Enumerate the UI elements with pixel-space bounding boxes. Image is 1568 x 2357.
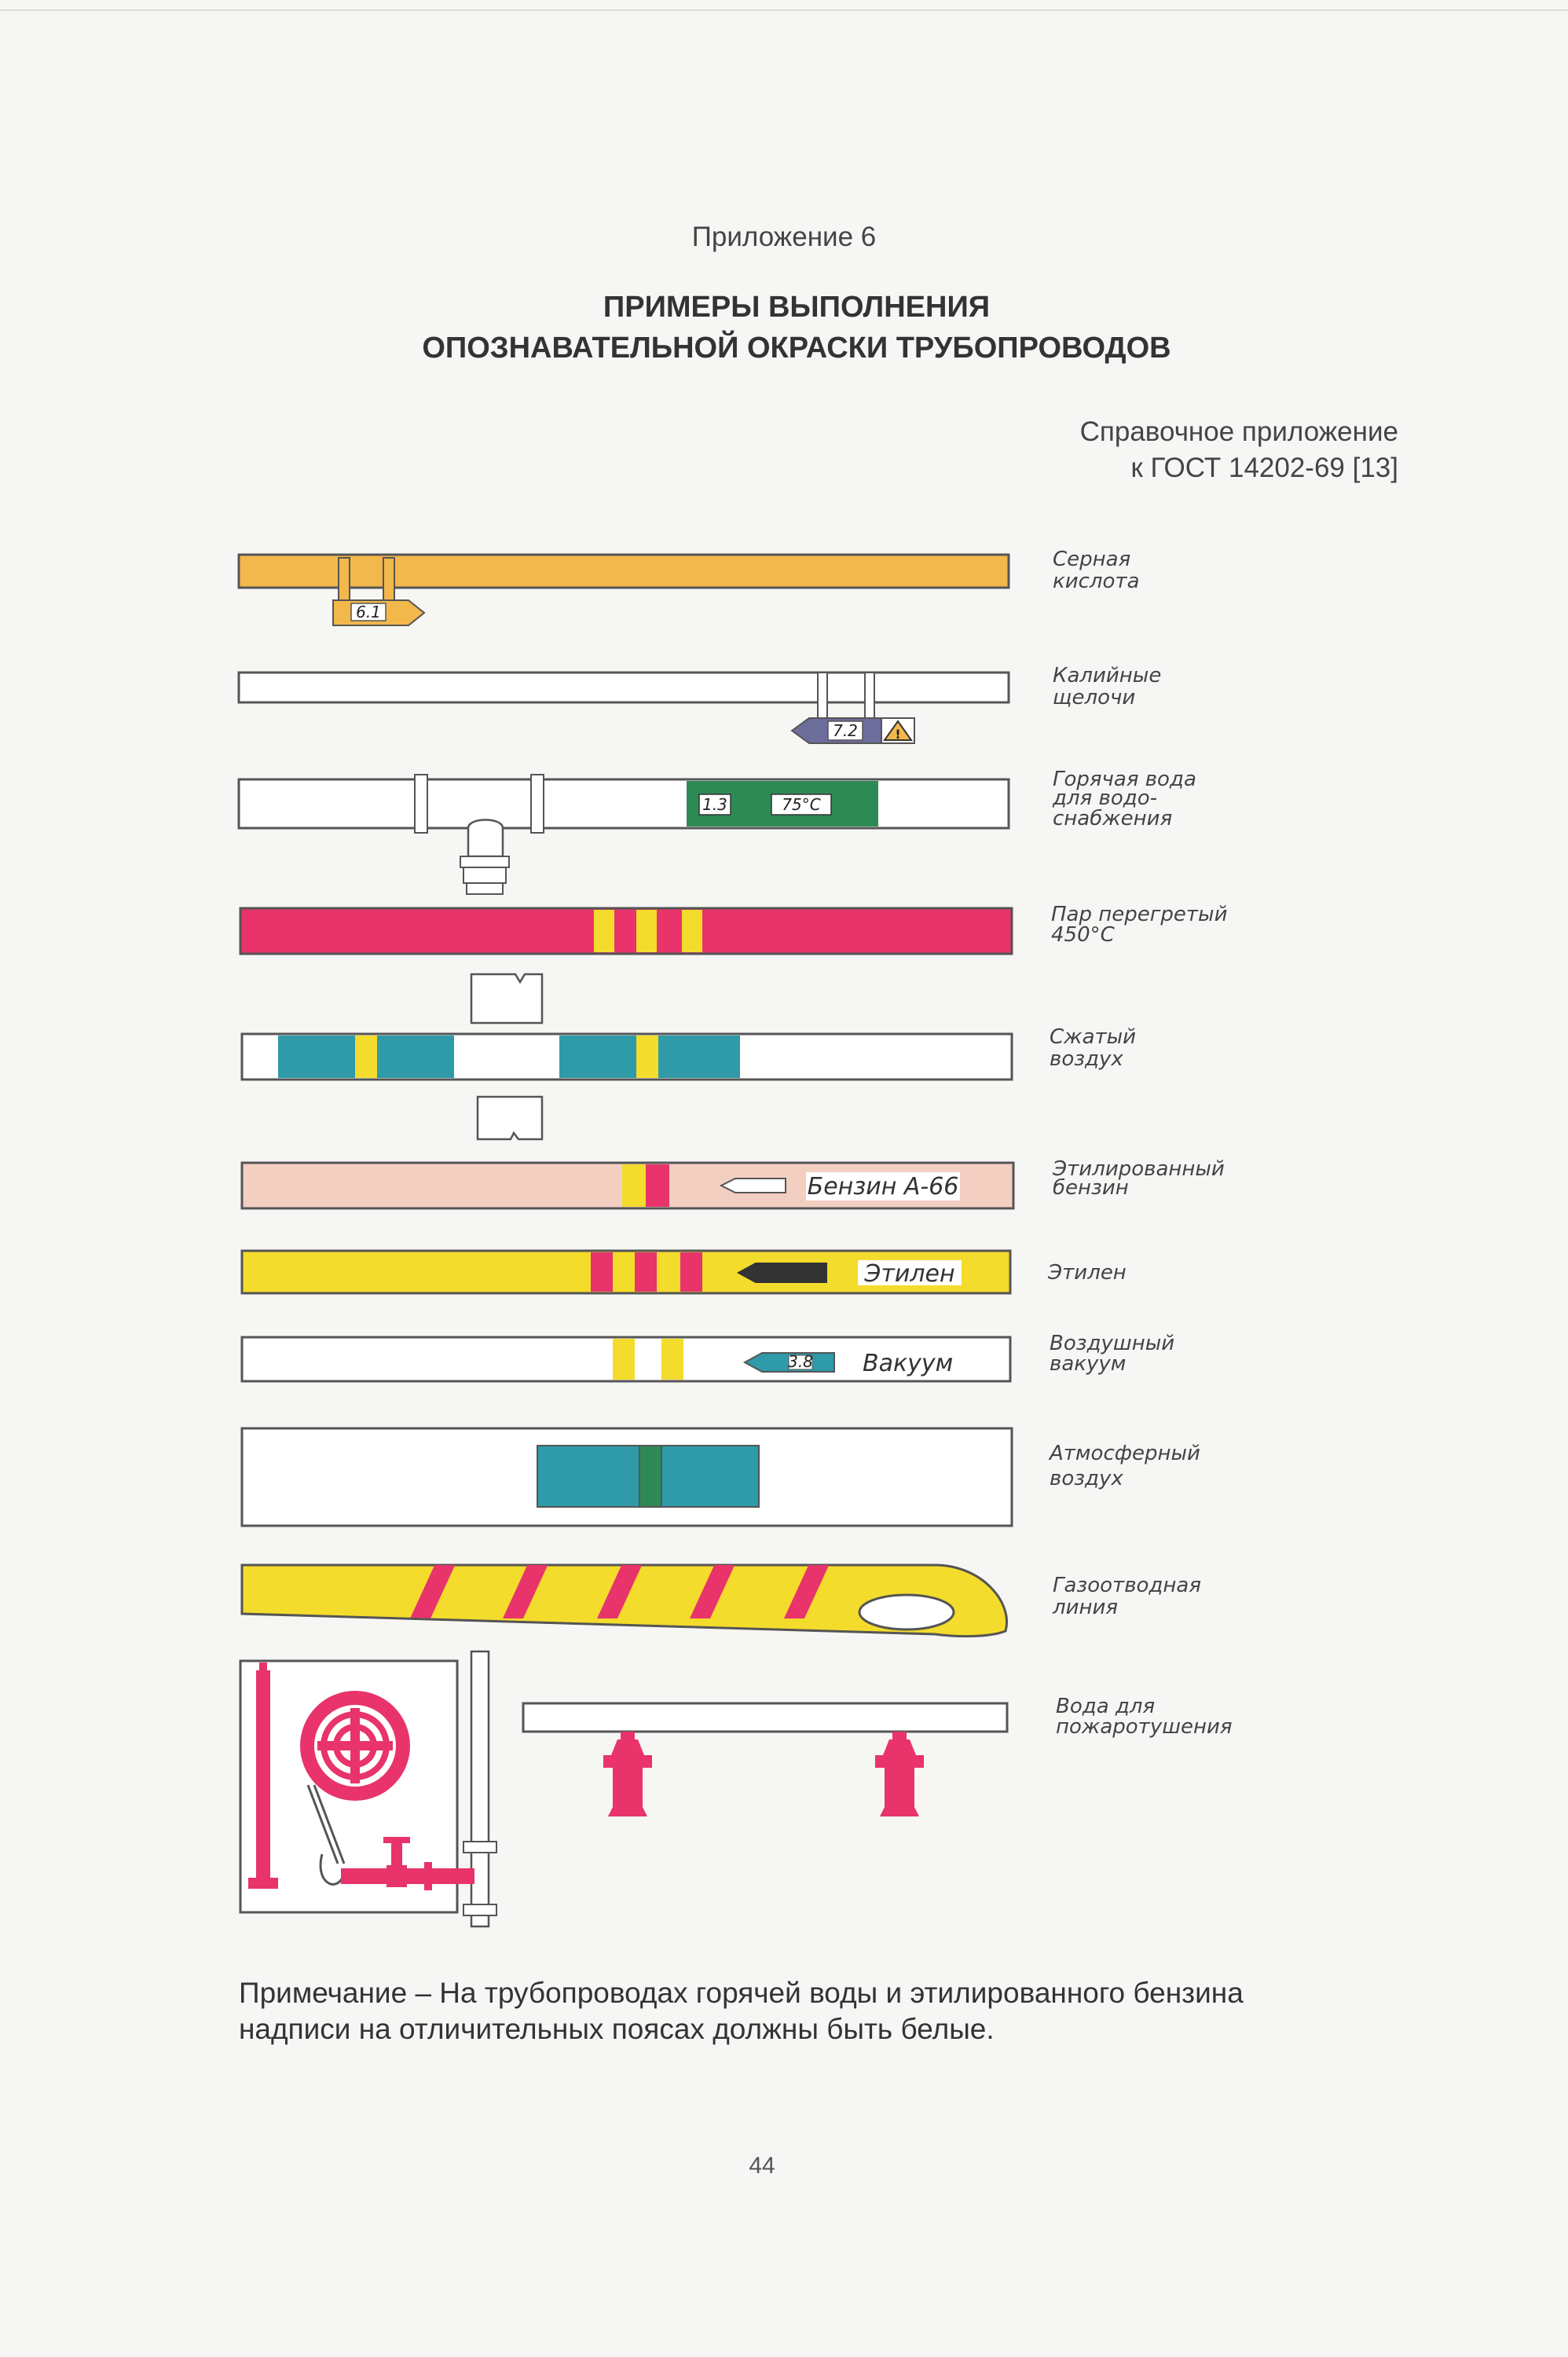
pipe-label-line: линия: [1052, 1596, 1118, 1619]
pipe-inscription: Вакуум: [863, 1350, 953, 1377]
pipe-label-line: Калийные: [1053, 664, 1161, 687]
pipe-label-line: вакуум: [1050, 1352, 1126, 1376]
note-line-1: Примечание – На трубопроводах горячей во…: [239, 1977, 1244, 2009]
pipe-hot-water: 1.3 75°С Горячая вода для водо- снабжени…: [237, 768, 1196, 895]
pipe-label-line: Сжатый: [1050, 1025, 1136, 1049]
pipe-atmospheric-air: Атмосферный воздух: [240, 1427, 1200, 1527]
hazard-code-tag: 7.2: [833, 721, 858, 740]
direction-arrow-icon: [719, 1178, 786, 1193]
pipe-label-line: снабжения: [1053, 807, 1172, 830]
pipe-label-line: Горячая вода: [1053, 768, 1196, 791]
appendix-label: Приложение 6: [691, 222, 877, 252]
pipe-potassium-lye: 7.2 ! Калийные щелочи: [237, 664, 1161, 744]
pipe-label-line: кислота: [1053, 570, 1140, 593]
pipe-label-line: воздух: [1050, 1047, 1123, 1071]
hazard-code-tag: 6.1: [356, 603, 381, 621]
reference-line-1: Справочное приложение: [1079, 416, 1398, 447]
pipe-label-line: щелочи: [1053, 686, 1135, 709]
pipe-label-line: бензин: [1053, 1176, 1129, 1200]
temperature-tag: 75°С: [782, 795, 820, 814]
page-title-line-2: ОПОЗНАВАТЕЛЬНОЙ ОКРАСКИ ТРУБОПРОВОДОВ: [422, 332, 1171, 365]
pipe-label-line: Вода для: [1056, 1695, 1155, 1718]
hazard-code-tag: 3.8: [788, 1352, 813, 1371]
reference-line-2: к ГОСТ 14202-69 [13]: [1130, 453, 1398, 483]
pipe-leaded-gasoline: Бензин А-66 Этилированный бензин: [240, 1157, 1225, 1210]
top-rule: [0, 9, 1568, 11]
pipe-label-line: Серная: [1053, 548, 1130, 571]
pipe-label-line: Воздушный: [1050, 1332, 1174, 1355]
pipe-air-vacuum: 3.8 Вакуум Воздушный вакуум: [240, 1332, 1174, 1383]
pipe-compressed-air: Сжатый воздух: [240, 973, 1136, 1141]
pipe-label-line: Газоотводная: [1053, 1574, 1201, 1597]
warning-icon: [883, 720, 913, 741]
pipe-fire-water: Вода для пожаротушения: [239, 1650, 1233, 1928]
fire-hydrant-icon: [603, 1732, 652, 1816]
note-line-2: надписи на отличительных поясах должны б…: [239, 2013, 995, 2045]
page-number: 44: [749, 2153, 775, 2179]
pipe-label-line: пожаротушения: [1056, 1715, 1233, 1739]
pipe-label-line: Этилен: [1047, 1261, 1127, 1285]
fire-hydrant-icon: [875, 1732, 924, 1816]
pipe-inscription: Этилен: [863, 1260, 954, 1288]
svg-text:!: !: [895, 727, 900, 742]
pipe-label-line: воздух: [1050, 1467, 1123, 1490]
pipe-label-line: Пар перегретый: [1051, 903, 1227, 926]
pipe-label-line: 450°С: [1051, 923, 1116, 947]
pipe-superheated-steam: Пар перегретый 450°С: [239, 903, 1227, 955]
page-title-line-1: ПРИМЕРЫ ВЫПОЛНЕНИЯ: [603, 291, 991, 324]
direction-arrow-icon: [736, 1263, 827, 1283]
pipe-label-line: Этилированный: [1052, 1157, 1225, 1181]
pipe-label-line: Атмосферный: [1048, 1442, 1200, 1465]
pipe-sulfuric-acid: 6.1 Серная кислота: [237, 548, 1140, 626]
pipe-label-line: для водо-: [1052, 786, 1157, 810]
hazard-code-tag: 1.3: [702, 795, 727, 814]
pipe-gas-vent-line: Газоотводная линия: [240, 1563, 1201, 1638]
pipe-ethylene: Этилен Этилен: [240, 1249, 1127, 1295]
pipe-inscription: Бензин А-66: [808, 1173, 959, 1200]
fire-hose-reel-icon: [300, 1691, 410, 1801]
